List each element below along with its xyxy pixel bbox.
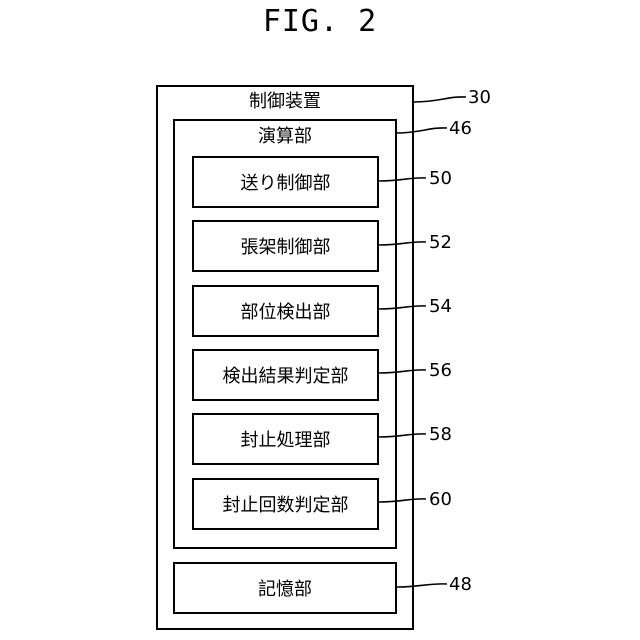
controller-label: 制御装置	[158, 91, 412, 113]
ref-numeral-52: 52	[429, 233, 452, 253]
leader-line-30	[414, 97, 466, 102]
compute-unit-label: 演算部	[175, 126, 395, 148]
detection-result-judgment-unit: 検出結果判定部	[192, 349, 379, 401]
ref-numeral-60: 60	[429, 490, 452, 510]
feed-control-unit: 送り制御部	[192, 156, 379, 208]
tension-control-unit: 張架制御部	[192, 220, 379, 272]
ref-numeral-56: 56	[429, 361, 452, 381]
sealing-count-judgment-unit: 封止回数判定部	[192, 478, 379, 530]
part-detection-unit: 部位検出部	[192, 285, 379, 337]
sealing-process-unit: 封止処理部	[192, 413, 379, 465]
ref-numeral-30: 30	[468, 88, 491, 108]
ref-numeral-48: 48	[449, 575, 472, 595]
ref-numeral-58: 58	[429, 425, 452, 445]
ref-numeral-50: 50	[429, 169, 452, 189]
ref-numeral-54: 54	[429, 297, 452, 317]
ref-numeral-46: 46	[449, 119, 472, 139]
figure-title: FIG. 2	[0, 4, 640, 39]
storage-unit-box: 記憶部	[173, 562, 397, 614]
